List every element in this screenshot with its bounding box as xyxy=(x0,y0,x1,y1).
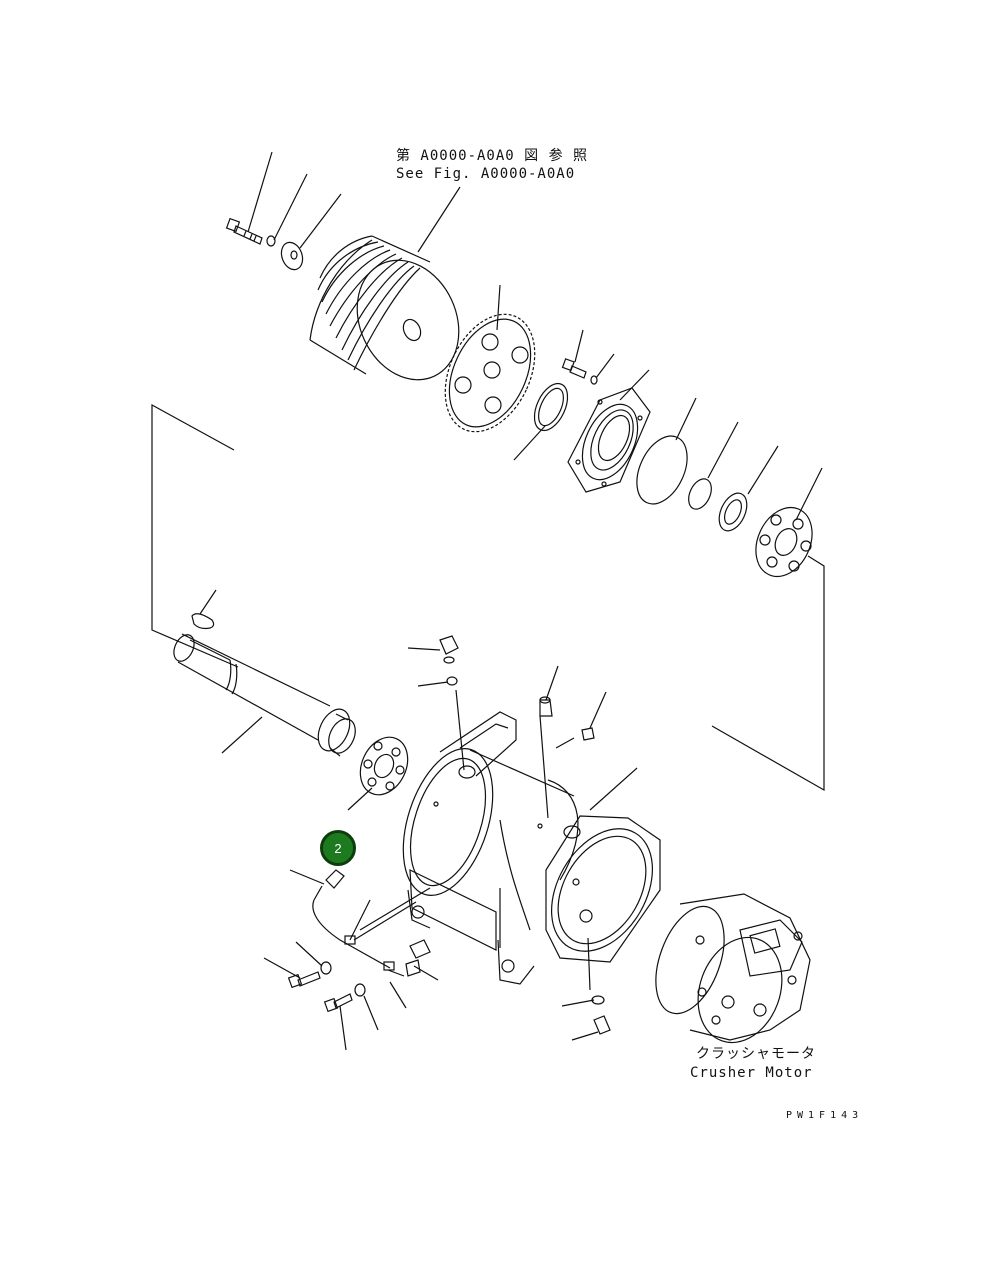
bearing-lower xyxy=(359,736,409,796)
drawing-code: PW1F143 xyxy=(786,1110,864,1121)
callout-label: 2 xyxy=(334,840,342,856)
key xyxy=(191,613,215,630)
bearing-upper xyxy=(755,506,813,578)
leader-lines xyxy=(199,151,823,1051)
o-rings xyxy=(636,435,748,532)
reference-label-en: See Fig. A0000-A0A0 xyxy=(396,166,576,182)
sprocket xyxy=(444,313,536,433)
motor-label-jp: クラッシャモータ xyxy=(696,1046,816,1062)
callout-marker[interactable]: 2 xyxy=(320,830,356,866)
shaft xyxy=(173,633,356,757)
bracket-lines xyxy=(151,403,825,792)
lower-bolts xyxy=(287,961,611,1035)
bolt-upper xyxy=(225,217,304,271)
seal-ring xyxy=(533,382,569,432)
reference-label-jp: 第 A0000-A0A0 図 参 照 xyxy=(396,148,589,164)
bolt-small xyxy=(561,358,598,385)
motor-label-en: Crusher Motor xyxy=(690,1065,813,1081)
crusher-motor xyxy=(655,893,811,1044)
pulley xyxy=(309,235,460,381)
fittings xyxy=(439,635,595,741)
flange-cover xyxy=(567,387,651,493)
housing-flange xyxy=(545,815,661,963)
sensor-assembly xyxy=(312,869,431,977)
housing xyxy=(402,711,581,985)
